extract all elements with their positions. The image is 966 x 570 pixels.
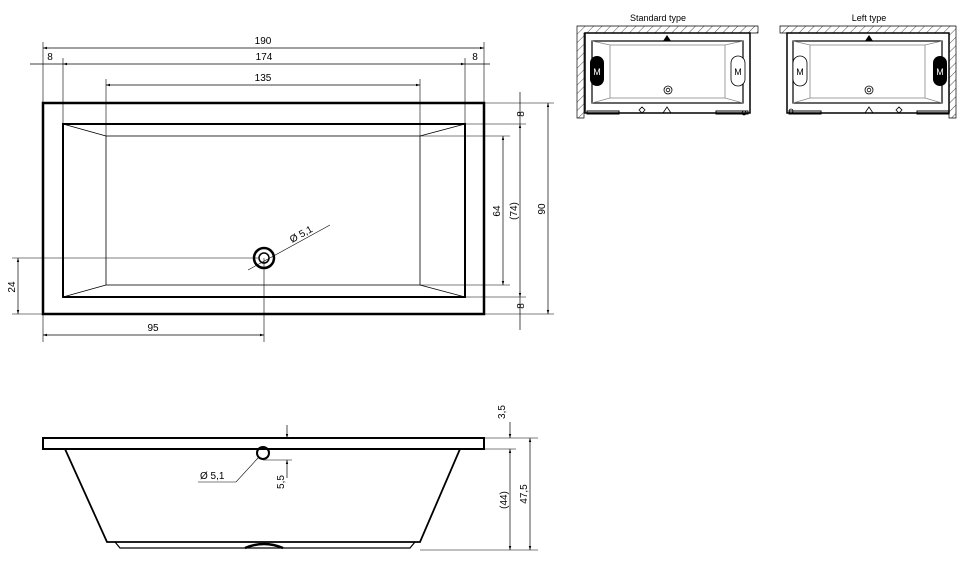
dim-3-5: 3,5 — [497, 405, 508, 419]
panel-bar — [916, 110, 950, 115]
panel-bar — [715, 110, 749, 115]
drain-icon — [663, 85, 673, 95]
tub-bottom — [105, 135, 421, 286]
dim-rim-bottom: 8 — [516, 303, 527, 309]
motor-label-left-right: M — [936, 67, 944, 77]
tub-base-side — [114, 541, 416, 549]
extension-lines — [42, 42, 485, 136]
tub-body-side — [64, 448, 461, 543]
drain-leader-line — [247, 224, 331, 271]
motor-label-left-left: M — [796, 67, 804, 77]
triangle-marker-icon — [663, 35, 671, 41]
dim-174: 174 — [256, 52, 273, 63]
panel-bar — [586, 110, 620, 115]
dim-24: 24 — [7, 281, 18, 293]
dim-190: 190 — [255, 36, 272, 47]
dim-95: 95 — [147, 323, 159, 334]
dim-90: 90 — [537, 203, 548, 215]
motor-badge-outline — [730, 55, 746, 87]
side-view — [42, 422, 538, 551]
drain-diameter: Ø 5,1 — [288, 224, 315, 246]
hatched-wall — [576, 25, 759, 119]
dim-74: (74) — [509, 202, 520, 220]
extension-lines — [12, 257, 265, 342]
motor-badge-filled — [933, 56, 947, 86]
hatched-wall — [779, 25, 957, 119]
motor-label-standard-right: M — [734, 67, 742, 77]
dim-64: 64 — [492, 205, 503, 217]
standard-type-title: Standard type — [630, 13, 686, 23]
overflow-leader-line — [198, 457, 259, 483]
overflow-diameter: Ø 5,1 — [200, 471, 225, 482]
top-view-labels: 190 174 8 8 135 8 64 (74) 90 8 24 95 Ø 5… — [7, 36, 548, 334]
dim-47-5: 47,5 — [519, 484, 530, 504]
tub-outline — [41, 101, 486, 316]
left-type-diagram: Left type M M — [779, 13, 957, 119]
triangle-marker-icon — [865, 35, 873, 41]
motor-badge-filled — [590, 56, 604, 86]
dim-44: (44) — [499, 491, 510, 509]
dim-135: 135 — [255, 73, 272, 84]
left-tub-outline — [786, 32, 950, 114]
motor-badge-outline — [792, 55, 808, 87]
standard-tub-outline — [584, 32, 751, 116]
dim-rim-left: 8 — [47, 52, 53, 63]
drain-icon — [864, 85, 874, 95]
overflow — [256, 446, 270, 460]
extension-lines — [263, 437, 538, 551]
dim-rim-top: 8 — [516, 111, 527, 117]
position-markers — [788, 106, 903, 114]
tub-rim-side — [42, 437, 485, 450]
left-type-title: Left type — [852, 13, 887, 23]
panel-bar — [788, 110, 822, 115]
standard-type-diagram: Standard type M M — [576, 13, 759, 119]
drain-side — [244, 542, 284, 550]
motor-label-standard-left: M — [593, 67, 601, 77]
top-view — [12, 42, 554, 342]
corner-slope-lines — [62, 123, 466, 298]
dim-5-5: 5,5 — [276, 475, 287, 489]
dim-rim-right: 8 — [472, 52, 478, 63]
extension-lines — [420, 102, 554, 315]
side-view-labels: 3,5 (44) 47,5 5,5 Ø 5,1 — [200, 405, 530, 509]
